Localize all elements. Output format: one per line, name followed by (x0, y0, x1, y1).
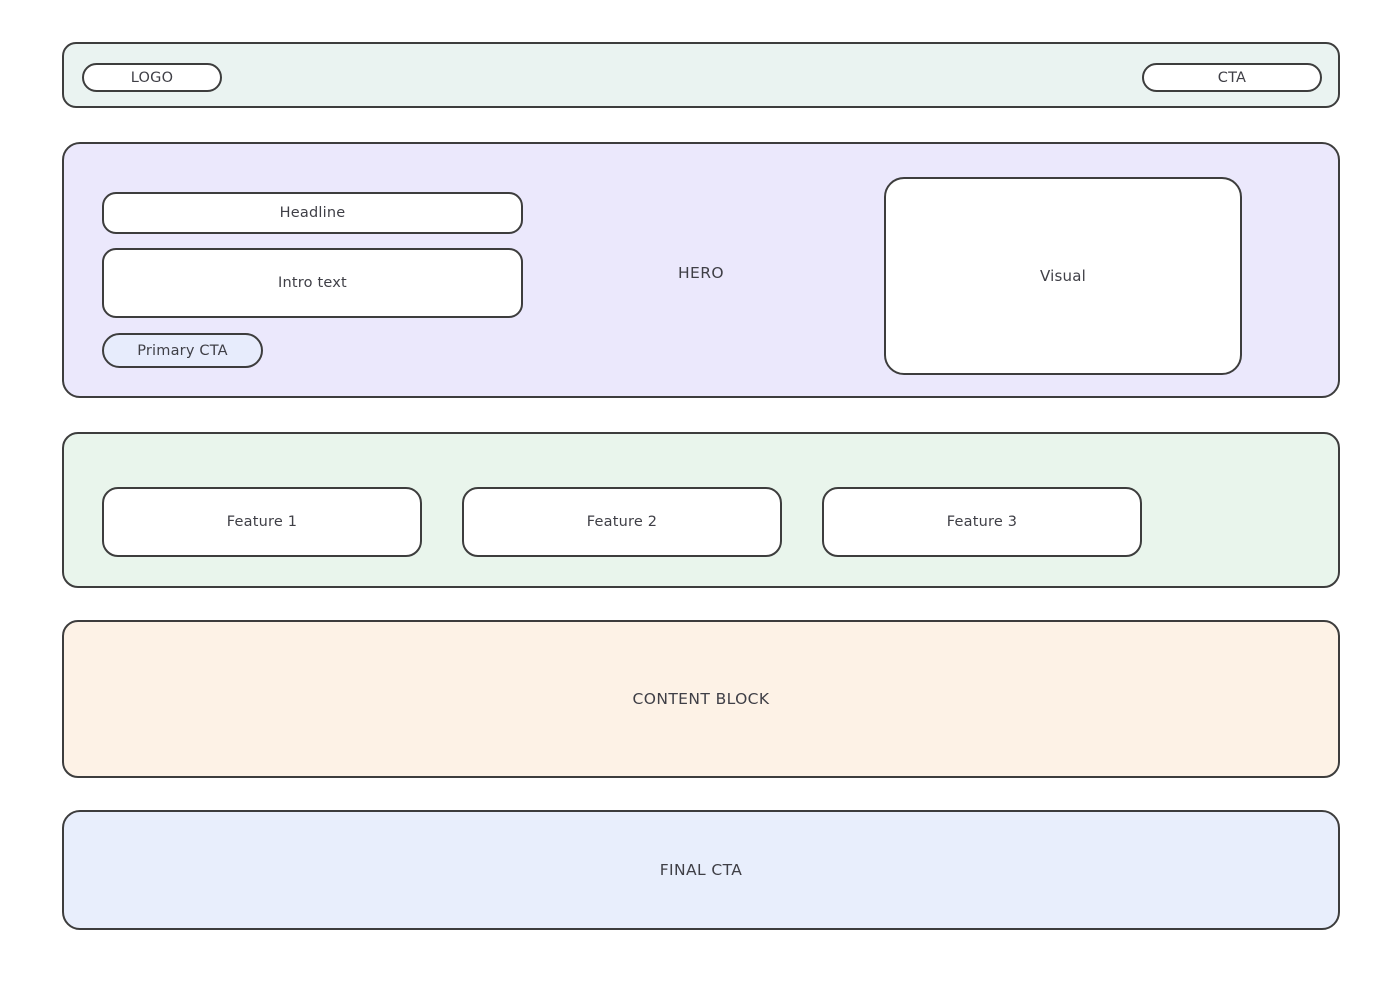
features-section: Feature 1 Feature 2 Feature 3 (62, 432, 1340, 588)
visual-label: Visual (1040, 267, 1086, 285)
logo-pill[interactable]: LOGO (82, 63, 222, 92)
header-bar: LOGO CTA (62, 42, 1340, 108)
hero-section: Headline Intro text Primary CTA HERO Vis… (62, 142, 1340, 398)
content-block-label: CONTENT BLOCK (632, 690, 770, 708)
feature-card-2: Feature 2 (462, 487, 782, 557)
primary-cta-button[interactable]: Primary CTA (102, 333, 263, 368)
feature-1-label: Feature 1 (226, 514, 298, 530)
final-cta-section: FINAL CTA (62, 810, 1340, 930)
final-cta-label: FINAL CTA (659, 861, 743, 879)
primary-cta-label: Primary CTA (137, 342, 228, 359)
feature-card-1: Feature 1 (102, 487, 422, 557)
hero-section-label: HERO (677, 264, 725, 282)
feature-card-3: Feature 3 (822, 487, 1142, 557)
header-cta-label: CTA (1217, 69, 1247, 86)
hero-visual-placeholder: Visual (884, 177, 1242, 375)
intro-text-label: Intro text (278, 275, 347, 291)
feature-3-label: Feature 3 (946, 514, 1018, 530)
headline-label: Headline (279, 205, 346, 221)
header-cta-button[interactable]: CTA (1142, 63, 1322, 92)
intro-text-box: Intro text (102, 248, 523, 318)
logo-label: LOGO (130, 69, 174, 86)
feature-2-label: Feature 2 (586, 514, 658, 530)
headline-box: Headline (102, 192, 523, 234)
content-block-section: CONTENT BLOCK (62, 620, 1340, 778)
